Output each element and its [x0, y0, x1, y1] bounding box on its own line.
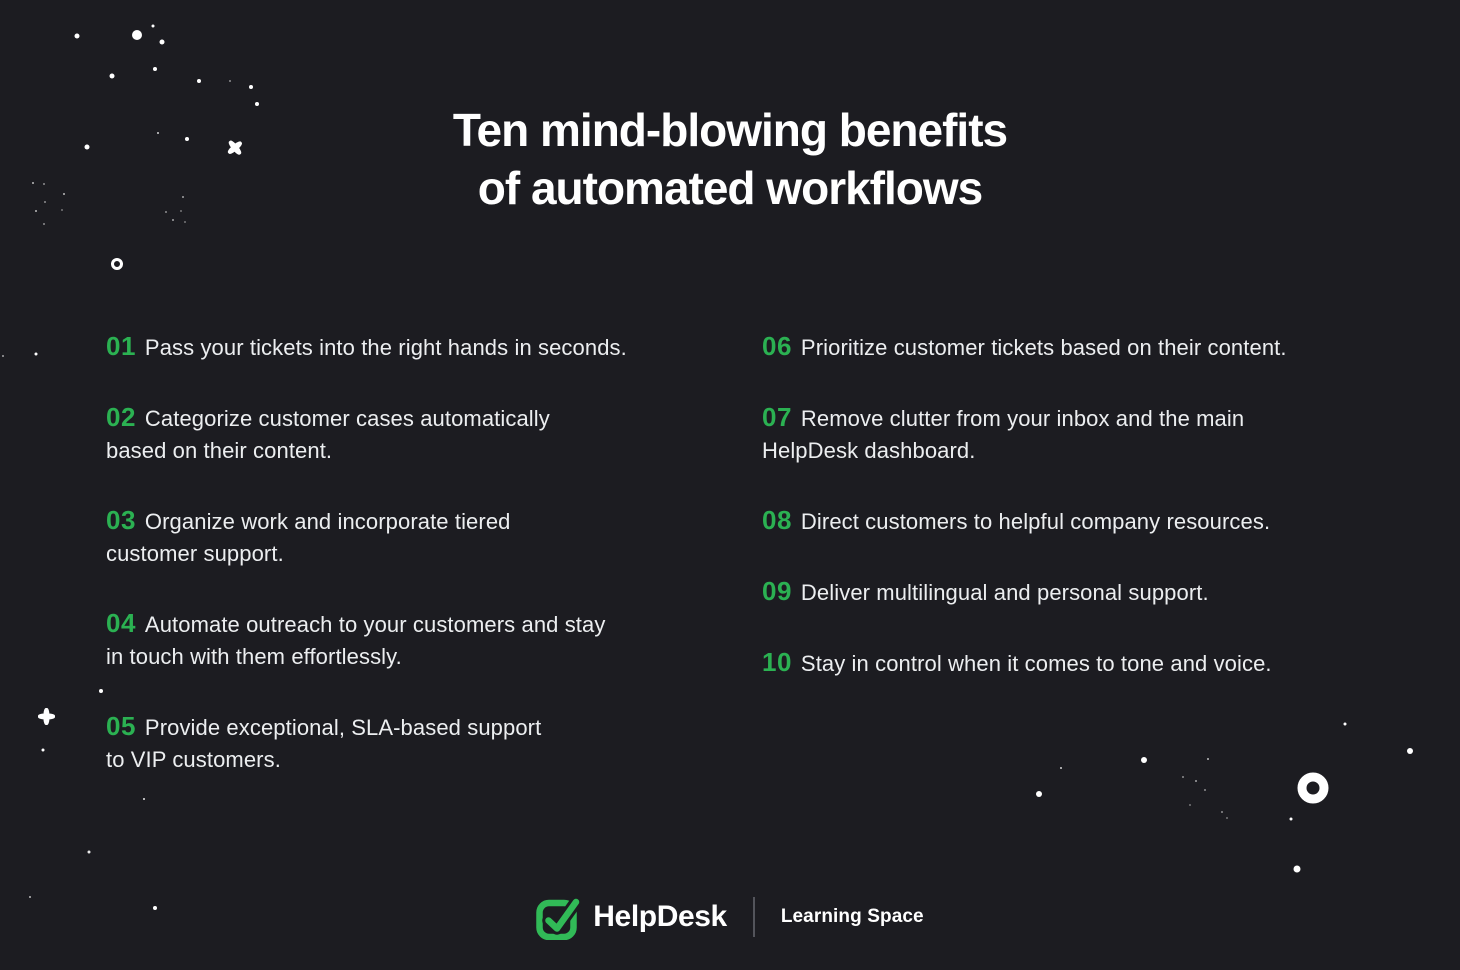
star-dot	[132, 30, 142, 40]
star-dot	[1182, 776, 1184, 778]
benefit-number: 07	[762, 402, 792, 432]
star-dot	[1141, 757, 1147, 763]
star-dot	[1221, 811, 1223, 813]
benefit-text: Provide exceptional, SLA-based support t…	[106, 715, 542, 772]
learning-space-label: Learning Space	[780, 906, 924, 927]
star-dot	[1226, 817, 1228, 819]
page-title: Ten mind-blowing benefits of automated w…	[452, 104, 1008, 214]
benefit-text: Automate outreach to your customers and …	[106, 612, 606, 669]
star-dot	[99, 689, 103, 693]
star-dot	[43, 223, 45, 225]
star-dot	[159, 39, 165, 45]
star-dot	[1204, 789, 1206, 791]
helpdesk-logo: HelpDesk	[536, 894, 727, 940]
benefits-column-right: 06 Prioritize customer tickets based on t…	[762, 330, 1387, 717]
star-dot	[1189, 804, 1191, 806]
footer: HelpDesk Learning Space	[0, 894, 1460, 940]
benefit-text: Deliver multilingual and personal suppor…	[800, 580, 1209, 605]
star-dot	[172, 219, 174, 221]
benefits-column-left: 01 Pass your tickets into the right hands…	[106, 330, 712, 813]
star-dot	[255, 102, 259, 106]
benefit-text: Pass your tickets into the right hands i…	[144, 335, 627, 360]
star-dot	[180, 210, 182, 212]
benefit-text: Prioritize customer tickets based on the…	[800, 335, 1287, 360]
star-dot	[1060, 767, 1062, 769]
benefit-item-06: 06 Prioritize customer tickets based on t…	[762, 330, 1387, 364]
star-dot	[1289, 817, 1293, 821]
benefit-text: Direct customers to helpful company reso…	[800, 509, 1271, 534]
star-dot	[229, 80, 231, 82]
star-dot	[35, 210, 37, 212]
star-dot	[1207, 758, 1209, 760]
star-dot	[153, 906, 157, 910]
star-dot	[151, 24, 155, 28]
benefit-item-10: 10 Stay in control when it comes to tone …	[762, 646, 1387, 680]
star-dot	[2, 355, 4, 357]
star-dot	[61, 209, 63, 211]
benefit-number: 04	[106, 608, 136, 638]
benefit-text: Stay in control when it comes to tone an…	[800, 651, 1272, 676]
footer-divider	[752, 897, 755, 937]
star-dot	[74, 33, 80, 39]
star-plus	[38, 708, 55, 725]
star-dot	[1293, 865, 1301, 873]
star-dot	[1343, 722, 1347, 726]
star-dot	[1407, 748, 1413, 754]
star-dot	[185, 137, 189, 141]
benefit-item-01: 01 Pass your tickets into the right hands…	[106, 330, 712, 364]
benefit-number: 05	[106, 711, 136, 741]
star-dot	[43, 183, 45, 185]
star-dot	[1195, 780, 1197, 782]
star-dot	[157, 132, 159, 134]
benefit-number: 03	[106, 505, 136, 535]
benefit-number: 06	[762, 331, 792, 361]
star-ring	[111, 258, 123, 270]
benefit-text: Categorize customer cases automatically …	[106, 406, 550, 463]
star-dot	[34, 352, 38, 356]
star-ring	[1297, 772, 1329, 804]
benefit-text: Organize work and incorporate tiered cus…	[106, 509, 511, 566]
benefit-number: 02	[106, 402, 136, 432]
star-dot	[165, 211, 167, 213]
star-dot	[143, 798, 145, 800]
star-dot	[32, 182, 34, 184]
star-dot	[153, 67, 157, 71]
star-dot	[182, 196, 184, 198]
benefit-number: 01	[106, 331, 136, 361]
benefit-number: 10	[762, 647, 792, 677]
star-dot	[109, 73, 115, 79]
star-dot	[184, 221, 186, 223]
brand-name: HelpDesk	[593, 900, 727, 933]
star-dot	[84, 144, 90, 150]
star-dot	[41, 748, 45, 752]
star-dot	[87, 850, 91, 854]
star-dot	[63, 193, 65, 195]
benefit-text: Remove clutter from your inbox and the m…	[762, 406, 1245, 463]
benefit-number: 09	[762, 576, 792, 606]
star-dot	[29, 896, 31, 898]
star-dot	[44, 201, 46, 203]
benefit-item-08: 08 Direct customers to helpful company re…	[762, 504, 1387, 538]
star-dot	[197, 79, 201, 83]
benefit-item-09: 09 Deliver multilingual and personal supp…	[762, 575, 1387, 609]
helpdesk-check-icon	[536, 895, 583, 940]
star-dot	[249, 85, 253, 89]
star-dot	[1036, 791, 1042, 797]
benefit-number: 08	[762, 505, 792, 535]
